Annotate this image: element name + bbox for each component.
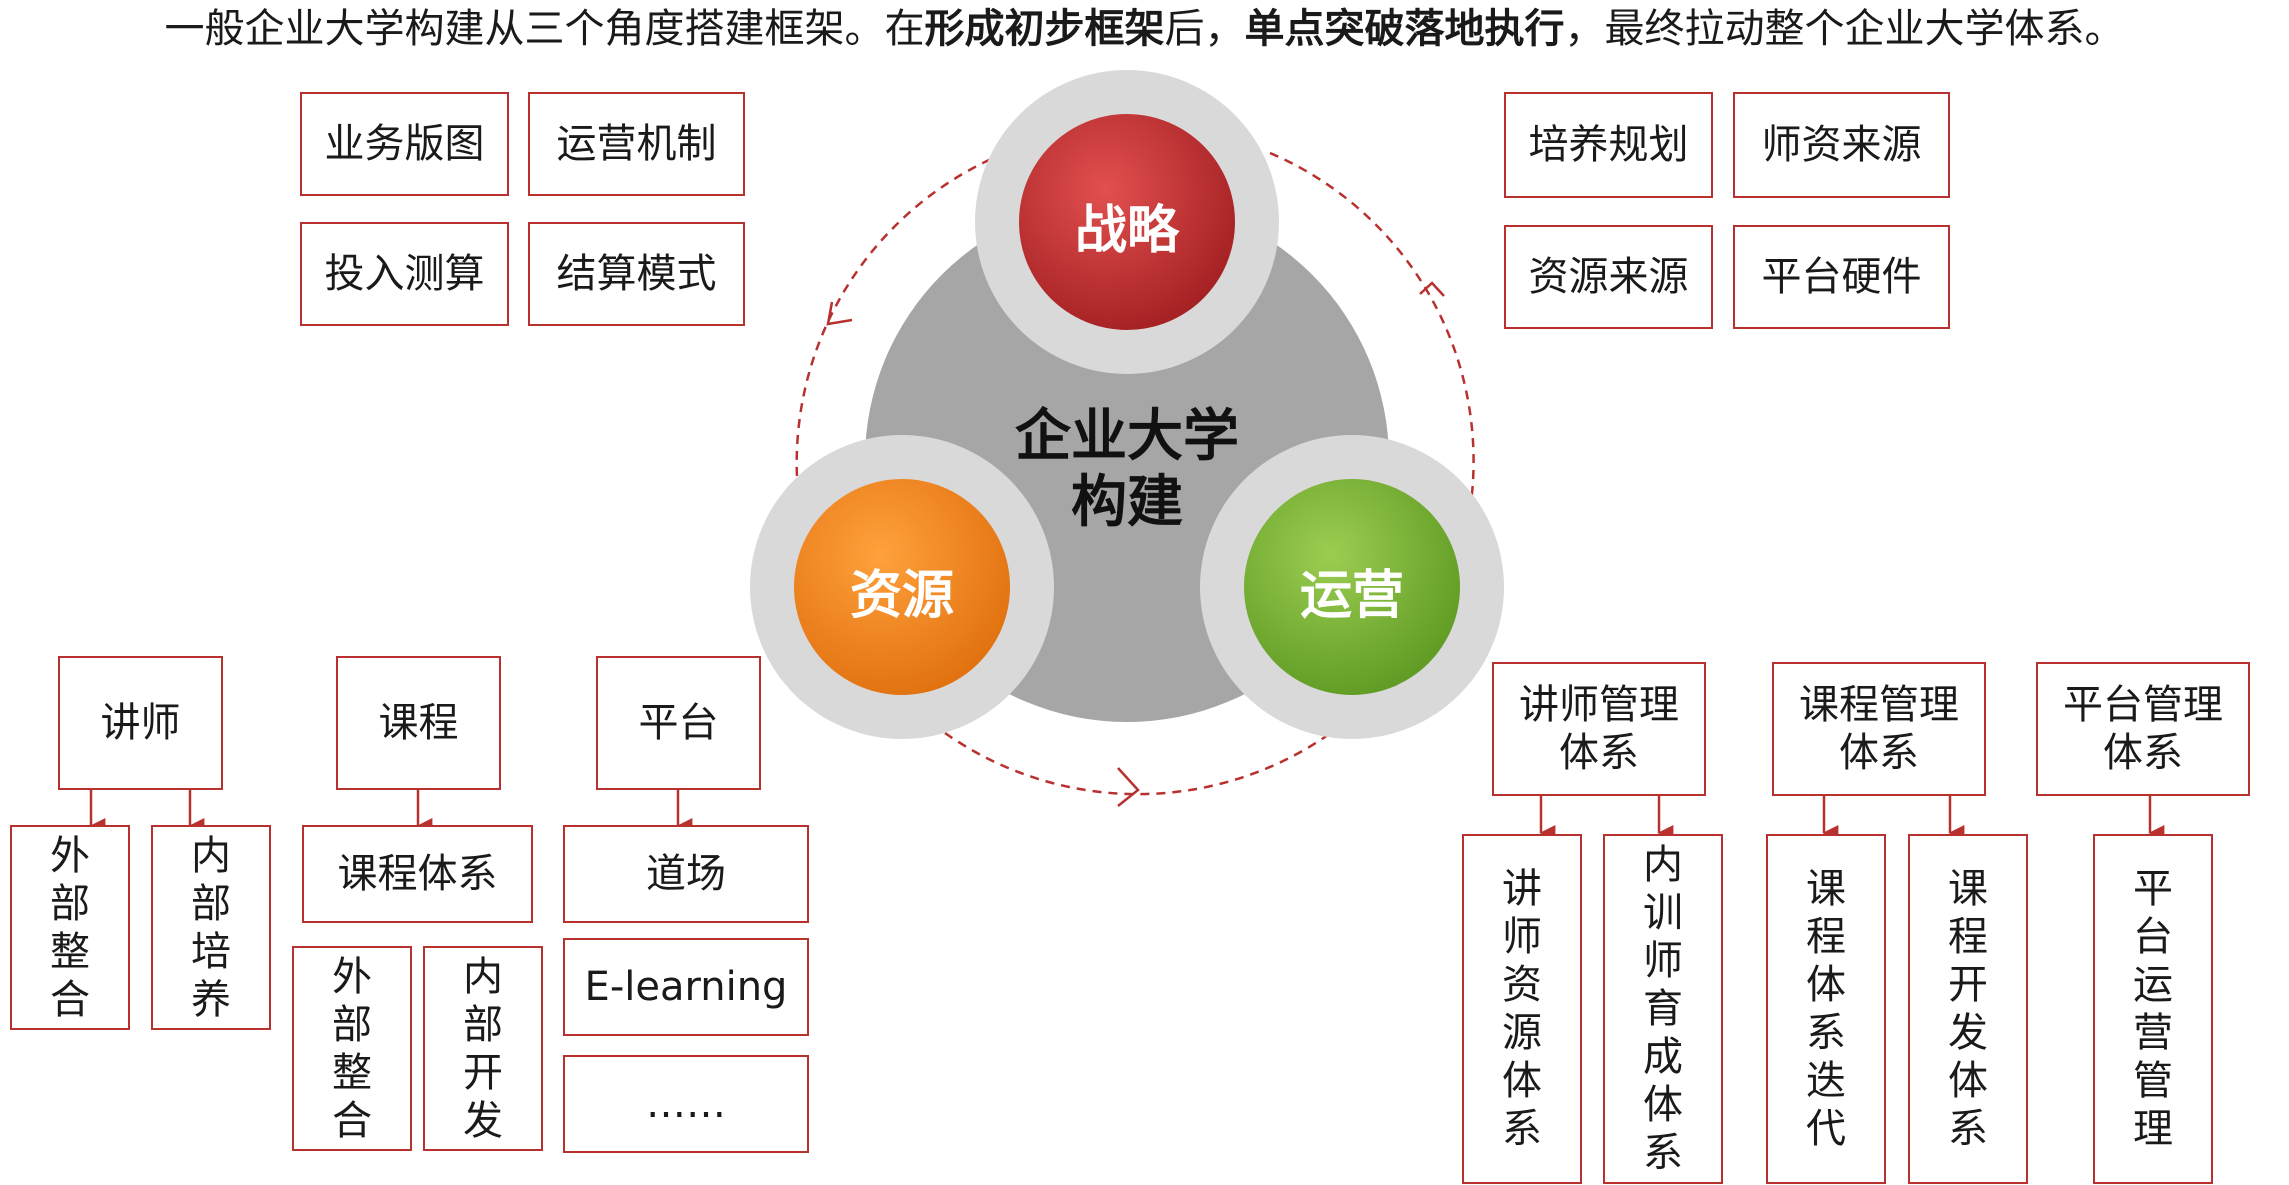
strategy-circle — [1019, 114, 1235, 330]
char: 部 — [332, 1001, 372, 1048]
char: 体 — [1806, 962, 1846, 1008]
char: 训 — [1643, 890, 1683, 936]
char: 合 — [332, 1097, 372, 1144]
char: 课 — [1806, 866, 1846, 912]
hub-label: 企业大学 构建 — [987, 404, 1267, 536]
operation-platform-operation: 平台运营管理 — [2093, 834, 2213, 1184]
operation-lecturer-mgmt-box: 讲师管理体系 — [1492, 662, 1706, 796]
char: 成 — [1643, 1034, 1683, 1080]
char: 源 — [1502, 1010, 1542, 1056]
hub-label-line1: 企业大学 — [1015, 404, 1239, 469]
strategy-left-box: 业务版图 — [300, 92, 509, 196]
operation-platform-mgmt-box: 平台管理体系 — [2036, 662, 2250, 796]
title-text-1: 一般企业大学构建从三个角度搭建框架。在 — [164, 6, 925, 52]
char: 师 — [1643, 938, 1683, 984]
char: 系 — [1948, 1106, 1988, 1152]
strategy-left-box: 运营机制 — [528, 92, 745, 196]
char: 部 — [191, 880, 231, 927]
strategy-right-box: 师资来源 — [1733, 92, 1950, 198]
resource-platform-box: 平台 — [596, 656, 761, 790]
char: 管 — [2133, 1058, 2173, 1104]
operation-label: 运营 — [1299, 566, 1404, 626]
char: 师 — [1502, 914, 1542, 960]
char: 开 — [463, 1049, 503, 1096]
strategy-right-box: 培养规划 — [1504, 92, 1713, 198]
resource-platform-dojo: 道场 — [563, 825, 809, 923]
strategy-right-box: 资源来源 — [1504, 225, 1713, 329]
char: 养 — [191, 976, 231, 1023]
resource-lecturer-internal: 内部培养 — [151, 825, 271, 1030]
char: 整 — [50, 928, 90, 975]
orbit-arc-right — [1269, 151, 1475, 511]
operation-course-mgmt-box: 课程管理体系 — [1772, 662, 1986, 796]
char: 体 — [1502, 1058, 1542, 1104]
char: 部 — [50, 880, 90, 927]
char: 课 — [1948, 866, 1988, 912]
char: 内 — [463, 953, 503, 1000]
resource-course-internal: 内部开发 — [423, 946, 543, 1151]
orbit-arrow-left — [826, 301, 853, 326]
page-title: 一般企业大学构建从三个角度搭建框架。在形成初步框架后，单点突破落地执行，最终拉动… — [0, 2, 2289, 56]
char: 台 — [2133, 914, 2173, 960]
char: 育 — [1643, 986, 1683, 1032]
char: 迭 — [1806, 1058, 1846, 1104]
strategy-right-box: 平台硬件 — [1733, 225, 1950, 329]
title-bold-2: 单点突破落地执行 — [1244, 6, 1565, 52]
orbit-arc-left — [795, 151, 1006, 511]
operation-course-development: 课程开发体系 — [1908, 834, 2028, 1184]
char: 内 — [191, 832, 231, 879]
strategy-left-box: 投入测算 — [300, 222, 509, 326]
char: 系 — [1806, 1010, 1846, 1056]
operation-lecturer-resource: 讲师资源体系 — [1462, 834, 1582, 1184]
char: 部 — [463, 1001, 503, 1048]
char: 代 — [1806, 1106, 1846, 1152]
hub-label-line2: 构建 — [1071, 470, 1183, 535]
resource-course-box: 课程 — [336, 656, 501, 790]
orbit-arrow-right — [1419, 281, 1445, 297]
strategy-label: 战略 — [1074, 201, 1179, 261]
char: 理 — [2133, 1106, 2173, 1152]
strategy-left-box: 结算模式 — [528, 222, 745, 326]
resource-course-system: 课程体系 — [302, 825, 533, 923]
orbit-arrow-bottom — [1117, 767, 1140, 807]
char: 内 — [1643, 842, 1683, 888]
char: 外 — [50, 832, 90, 879]
resource-platform-elearning: E-learning — [563, 938, 809, 1036]
operation-lecturer-trainer: 内训师育成体系 — [1603, 834, 1723, 1184]
title-text-2: 后， — [1164, 6, 1245, 52]
char: 讲 — [1502, 866, 1542, 912]
char: 发 — [463, 1097, 503, 1144]
char: 资 — [1502, 962, 1542, 1008]
char: 开 — [1948, 962, 1988, 1008]
char: 程 — [1948, 914, 1988, 960]
title-bold-1: 形成初步框架 — [924, 6, 1165, 52]
resource-platform-more: …… — [563, 1055, 809, 1153]
resource-course-external: 外部整合 — [292, 946, 412, 1151]
operation-circle — [1244, 479, 1460, 695]
char: 体 — [1948, 1058, 1988, 1104]
resource-label: 资源 — [849, 566, 954, 626]
char: 系 — [1643, 1130, 1683, 1176]
char: 平 — [2133, 866, 2173, 912]
char: 系 — [1502, 1106, 1542, 1152]
resource-lecturer-external: 外部整合 — [10, 825, 130, 1030]
orbit-arc-bottom — [944, 728, 1336, 796]
char: 整 — [332, 1049, 372, 1096]
char: 合 — [50, 976, 90, 1023]
title-text-3: ，最终拉动整个企业大学体系。 — [1564, 6, 2125, 52]
char: 运 — [2133, 962, 2173, 1008]
char: 外 — [332, 953, 372, 1000]
resource-circle — [794, 479, 1010, 695]
char: 体 — [1643, 1082, 1683, 1128]
resource-lecturer-box: 讲师 — [58, 656, 223, 790]
char: 营 — [2133, 1010, 2173, 1056]
operation-course-iteration: 课程体系迭代 — [1766, 834, 1886, 1184]
char: 培 — [191, 928, 231, 975]
char: 程 — [1806, 914, 1846, 960]
char: 发 — [1948, 1010, 1988, 1056]
